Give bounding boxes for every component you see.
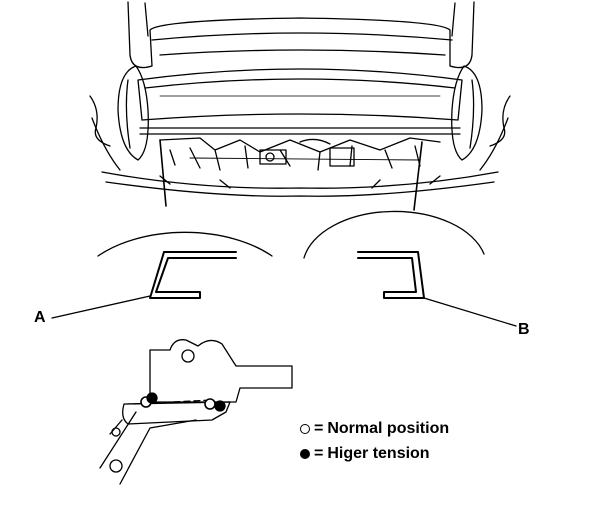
leader-line-a [52, 296, 150, 318]
clip-profile-a [150, 252, 236, 298]
higher-tension-marker [147, 393, 157, 403]
legend-item-tension: = Higer tension [300, 446, 430, 462]
filled-circle-icon [300, 449, 310, 459]
normal-position-marker [205, 399, 215, 409]
legend-text-normal: Normal position [327, 420, 450, 437]
higher-tension-marker [215, 401, 225, 411]
legend-item-normal: = Normal position [300, 421, 449, 437]
open-circle-icon [300, 424, 310, 434]
detail-arc-a [98, 232, 272, 256]
vehicle-rear-illustration [90, 2, 510, 210]
clip-profile-b [358, 252, 424, 298]
legend-text-tension: Higer tension [327, 445, 430, 462]
callout-label-b: B [518, 321, 530, 338]
hinge-bracket-illustration [100, 340, 292, 484]
detail-arc-b [304, 211, 484, 258]
callout-label-a: A [34, 309, 46, 326]
leader-line-b [424, 298, 516, 326]
